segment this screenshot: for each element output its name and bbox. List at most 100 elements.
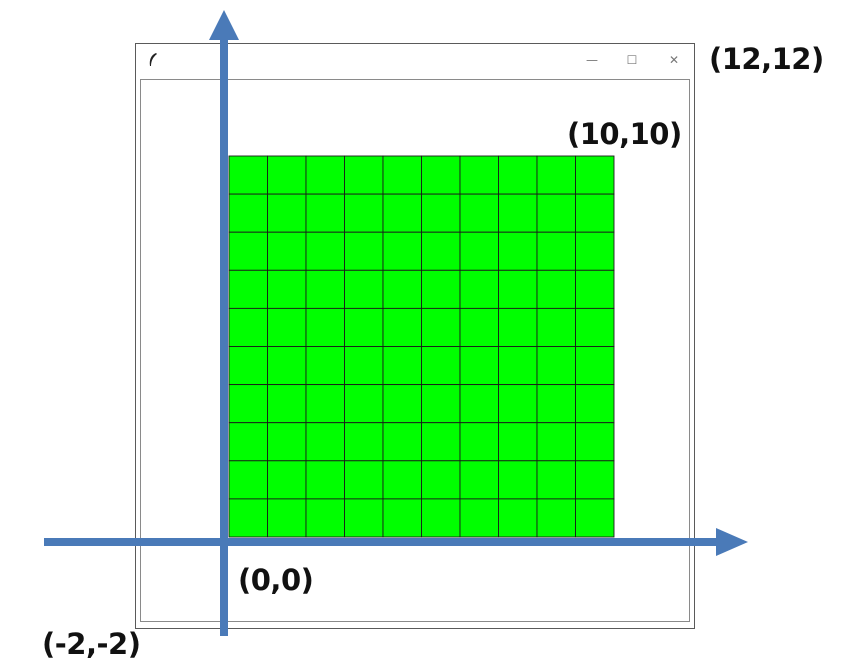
grid-cell bbox=[344, 422, 384, 462]
grid-cell bbox=[536, 155, 576, 195]
label-origin: (0,0) bbox=[238, 563, 314, 597]
grid-cell bbox=[305, 193, 345, 233]
grid-cell bbox=[382, 498, 422, 538]
grid-cell bbox=[498, 155, 538, 195]
grid-cell bbox=[421, 269, 461, 309]
grid-cell bbox=[305, 231, 345, 271]
grid-cell bbox=[344, 269, 384, 309]
grid-cell bbox=[382, 155, 422, 195]
grid-cell bbox=[421, 155, 461, 195]
grid-cell bbox=[267, 384, 307, 424]
grid-cell bbox=[459, 384, 499, 424]
title-bar[interactable]: — ☐ ✕ bbox=[136, 44, 694, 77]
grid-cell bbox=[459, 422, 499, 462]
grid-cell bbox=[459, 346, 499, 386]
grid-cell bbox=[228, 155, 268, 195]
x-axis-arrowhead bbox=[716, 528, 748, 556]
grid-cell bbox=[421, 384, 461, 424]
grid-cell bbox=[305, 460, 345, 500]
grid-cell bbox=[344, 384, 384, 424]
grid-cell bbox=[305, 498, 345, 538]
grid-cell bbox=[459, 231, 499, 271]
grid-cell bbox=[459, 307, 499, 347]
grid-cell bbox=[228, 269, 268, 309]
grid-cell bbox=[228, 307, 268, 347]
maximize-button[interactable]: ☐ bbox=[626, 53, 638, 67]
grid-cell bbox=[228, 460, 268, 500]
grid-cell bbox=[382, 422, 422, 462]
grid-cell bbox=[267, 231, 307, 271]
x-axis bbox=[44, 528, 748, 556]
grid-cell bbox=[536, 498, 576, 538]
grid-cell bbox=[344, 231, 384, 271]
grid-cell bbox=[267, 422, 307, 462]
grid-cell bbox=[344, 460, 384, 500]
grid-cell bbox=[421, 307, 461, 347]
grid-cell bbox=[228, 231, 268, 271]
grid-cell bbox=[344, 155, 384, 195]
grid-cell bbox=[421, 231, 461, 271]
grid-cell bbox=[267, 346, 307, 386]
grid-cell bbox=[536, 193, 576, 233]
close-button[interactable]: ✕ bbox=[668, 53, 680, 67]
grid-cell bbox=[267, 155, 307, 195]
grid-cell bbox=[536, 422, 576, 462]
grid-cell bbox=[498, 498, 538, 538]
grid-cell bbox=[228, 422, 268, 462]
grid-cell bbox=[344, 346, 384, 386]
grid-cell bbox=[344, 498, 384, 538]
grid-cell bbox=[459, 269, 499, 309]
feather-icon bbox=[149, 53, 157, 66]
grid-cell bbox=[459, 193, 499, 233]
grid-cell bbox=[267, 498, 307, 538]
grid-cell bbox=[536, 346, 576, 386]
grid-cell bbox=[421, 460, 461, 500]
grid-cell bbox=[459, 460, 499, 500]
grid-cell bbox=[382, 384, 422, 424]
grid-cell bbox=[498, 307, 538, 347]
grid-cell bbox=[575, 346, 615, 386]
grid-cell bbox=[536, 307, 576, 347]
grid-cell bbox=[459, 498, 499, 538]
grid-cell bbox=[498, 193, 538, 233]
grid-cell bbox=[498, 460, 538, 500]
grid-cell bbox=[305, 269, 345, 309]
grid-cell bbox=[421, 422, 461, 462]
grid-cell bbox=[575, 231, 615, 271]
grid-cell bbox=[344, 307, 384, 347]
grid-cell bbox=[536, 269, 576, 309]
grid-cell bbox=[421, 498, 461, 538]
grid-cell bbox=[536, 460, 576, 500]
label-top-right: (12,12) bbox=[709, 42, 824, 76]
grid-cell bbox=[498, 384, 538, 424]
grid-cell bbox=[575, 498, 615, 538]
grid-cell bbox=[536, 231, 576, 271]
grid-cell bbox=[498, 269, 538, 309]
grid-cell bbox=[382, 269, 422, 309]
grid-cell bbox=[267, 269, 307, 309]
grid-cell bbox=[305, 422, 345, 462]
y-axis-arrowhead bbox=[209, 10, 239, 40]
grid-cell bbox=[575, 307, 615, 347]
grid-cell bbox=[305, 307, 345, 347]
y-axis bbox=[209, 10, 239, 636]
grid-cell bbox=[228, 384, 268, 424]
grid-cell bbox=[382, 346, 422, 386]
grid-cell bbox=[305, 346, 345, 386]
grid-cell bbox=[498, 231, 538, 271]
grid-cell bbox=[575, 460, 615, 500]
grid-cell bbox=[305, 384, 345, 424]
grid-cell bbox=[228, 498, 268, 538]
grid-cell bbox=[305, 155, 345, 195]
grid-cell bbox=[228, 193, 268, 233]
grid-cell bbox=[228, 346, 268, 386]
grid-cell bbox=[575, 422, 615, 462]
grid-cell bbox=[575, 384, 615, 424]
grid-cell bbox=[498, 346, 538, 386]
grid-cell bbox=[267, 307, 307, 347]
grid-cell bbox=[459, 155, 499, 195]
grid-cell bbox=[536, 384, 576, 424]
minimize-button[interactable]: — bbox=[586, 53, 598, 67]
